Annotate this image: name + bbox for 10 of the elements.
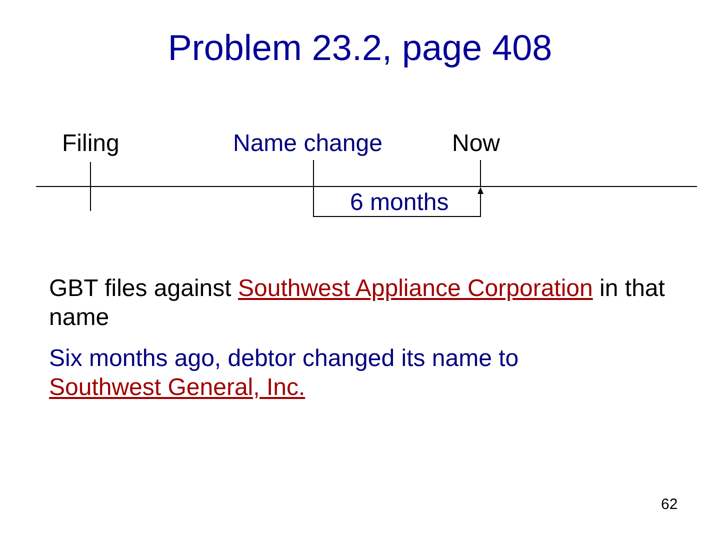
timeline-label: Now (452, 131, 500, 156)
title: Problem 23.2, page 408 (168, 26, 552, 70)
duration-label: 6 months (350, 191, 449, 215)
timeline-label: Filing (62, 131, 120, 156)
paragraph: GBT files against Southwest Appliance Corporation in that name (49, 274, 666, 332)
hyperlink: Southwest Appliance Corporation (238, 275, 593, 302)
paragraph: Six months ago, debtor changed its name to Southwest General, Inc. (49, 344, 520, 402)
timeline-label: Name change (233, 131, 382, 156)
hyperlink: Southwest General, Inc. (49, 374, 306, 401)
page-number: 62 (661, 496, 678, 514)
